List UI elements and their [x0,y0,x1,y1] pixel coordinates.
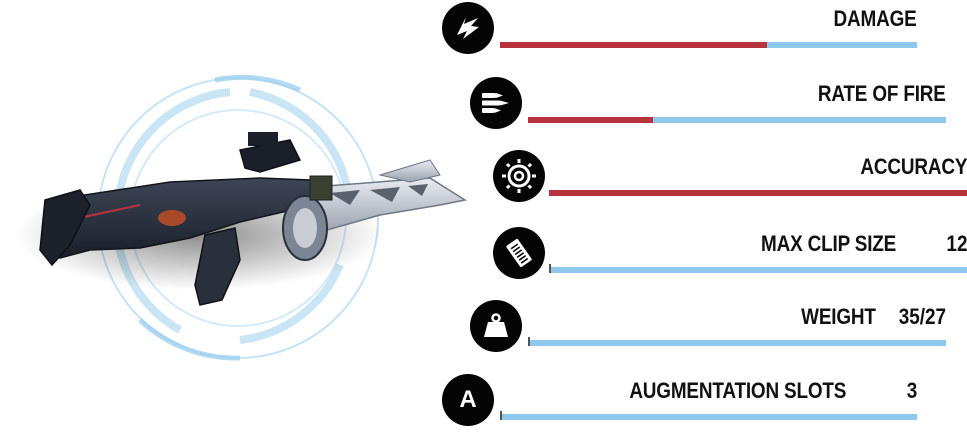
bullets-icon [470,77,522,129]
stat-bar-augmentation-slots [500,414,917,420]
damage-icon [442,2,494,54]
stat-row-max-clip-size: MAX CLIP SIZE 12 [0,225,967,285]
stat-label-rate-of-fire: RATE OF FIRE [818,81,946,106]
stat-row-augmentation-slots: A AUGMENTATION SLOTS 3 [0,372,967,432]
stat-bar-accuracy [549,190,967,196]
stat-row-rate-of-fire: RATE OF FIRE [0,75,967,135]
magazine-icon [493,227,545,279]
stat-label-max-clip-size: MAX CLIP SIZE [760,231,896,256]
stat-value-max-clip-size: 12 [945,231,967,256]
stat-row-accuracy: ACCURACY [0,148,967,208]
stat-value-augmentation-slots: 3 [906,378,917,403]
stat-bar-weight [528,340,946,346]
stat-bar-damage [500,42,917,48]
stat-bar-rate-of-fire [528,117,946,123]
stat-label-weight: WEIGHT [801,304,876,329]
stat-value-weight: 35/27 [898,304,946,329]
augmentation-icon: A [442,374,494,426]
weapon-body [39,132,467,306]
stat-bar-fill-accuracy [549,190,967,196]
stat-bar-fill-damage [500,42,767,48]
stat-bar-start-tick [500,411,502,420]
weight-icon [470,300,522,352]
stat-row-weight: WEIGHT 35/27 [0,298,967,358]
stat-label-accuracy: ACCURACY [860,154,967,179]
stat-label-augmentation-slots: AUGMENTATION SLOTS [629,378,846,403]
stat-bar-max-clip-size [549,267,967,273]
stat-bar-fill-rate-of-fire [528,117,654,123]
stat-row-damage: DAMAGE [0,0,967,60]
crosshair-icon [493,150,545,202]
stat-bar-start-tick [528,337,530,346]
stat-bar-start-tick [549,264,551,273]
augmentation-icon-letter: A [459,386,477,413]
weapon-preview [15,74,467,361]
stat-label-damage: DAMAGE [833,6,917,31]
